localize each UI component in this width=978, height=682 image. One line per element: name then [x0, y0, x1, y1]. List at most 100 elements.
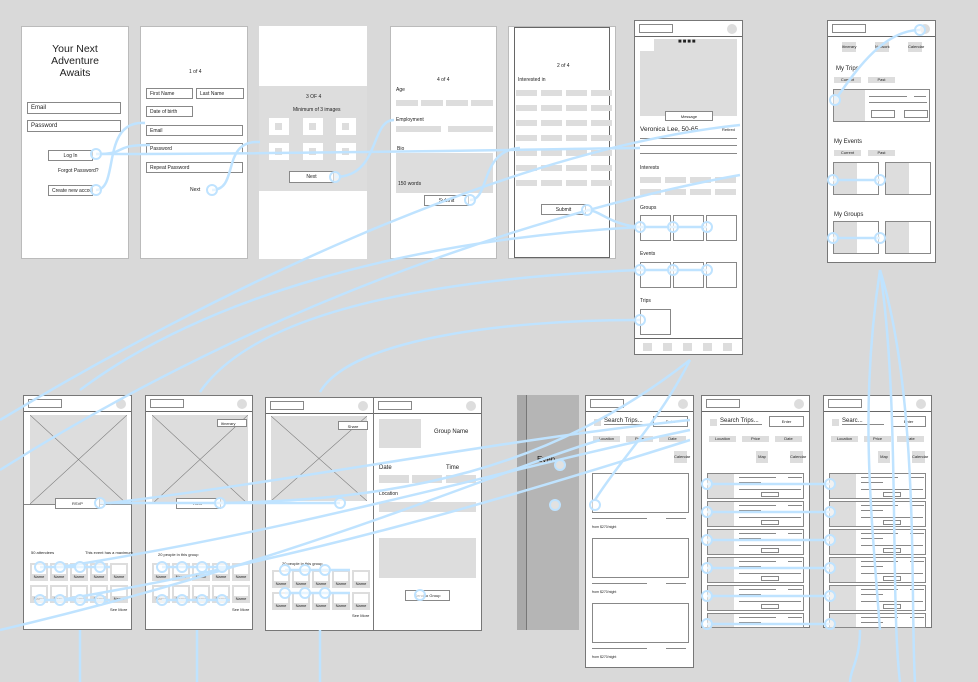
- group-card[interactable]: [833, 221, 879, 254]
- enter-button[interactable]: Enter: [891, 416, 926, 427]
- interest-chip[interactable]: [516, 105, 537, 111]
- search-input[interactable]: Search Trips...: [720, 418, 762, 425]
- nav-icon[interactable]: [703, 343, 712, 351]
- member-avatar[interactable]: Name: [90, 563, 108, 581]
- email-field[interactable]: Email: [27, 102, 121, 114]
- trip-result-card[interactable]: [592, 538, 689, 578]
- interest-chip[interactable]: [541, 90, 562, 96]
- member-avatar[interactable]: Name: [292, 592, 310, 610]
- calendar-button[interactable]: Calendar: [790, 451, 806, 463]
- image-upload-slot[interactable]: [336, 118, 356, 135]
- event-card[interactable]: [833, 162, 879, 195]
- trip-result-row[interactable]: [707, 557, 804, 583]
- interest-chip[interactable]: [541, 135, 562, 141]
- member-avatar[interactable]: Name: [232, 585, 250, 603]
- interest-chip[interactable]: [591, 90, 612, 96]
- member-avatar[interactable]: Name: [70, 563, 88, 581]
- interest-chip[interactable]: [541, 165, 562, 171]
- nav-icon[interactable]: [643, 343, 652, 351]
- interest-chip[interactable]: [591, 120, 612, 126]
- member-avatar[interactable]: Name: [50, 563, 68, 581]
- interest-chip[interactable]: [516, 90, 537, 96]
- group-card[interactable]: [640, 215, 671, 241]
- avatar[interactable]: [794, 399, 804, 409]
- carousel-dots[interactable]: ■■■■: [678, 39, 697, 45]
- interest-chip[interactable]: [516, 135, 537, 141]
- tab-itinerary[interactable]: Itinerary: [842, 42, 856, 52]
- member-avatar[interactable]: Name: [172, 563, 190, 581]
- avatar[interactable]: [237, 399, 247, 409]
- send-to-group-button[interactable]: Send to Group: [405, 590, 450, 601]
- interest-chip[interactable]: [516, 180, 537, 186]
- event-card[interactable]: [640, 262, 671, 288]
- interest-chip[interactable]: [541, 150, 562, 156]
- event-card[interactable]: [706, 262, 737, 288]
- itinerary-button[interactable]: Itinerary: [217, 419, 247, 427]
- filter-price[interactable]: Price: [742, 436, 769, 442]
- interest-chip[interactable]: [715, 189, 736, 195]
- member-avatar[interactable]: Name: [292, 570, 310, 588]
- member-avatar[interactable]: Name: [332, 570, 350, 588]
- trip-card[interactable]: [833, 89, 930, 122]
- avatar[interactable]: [358, 401, 368, 411]
- member-avatar[interactable]: Name: [212, 563, 230, 581]
- tab-network[interactable]: Network: [875, 42, 890, 52]
- search-input[interactable]: Searc...: [842, 418, 884, 425]
- trip-result-card[interactable]: [592, 603, 689, 643]
- filter-location[interactable]: Location: [593, 436, 620, 442]
- next-button[interactable]: Next: [289, 171, 334, 183]
- calendar-button[interactable]: Calendar: [674, 451, 690, 463]
- interest-chip[interactable]: [566, 90, 587, 96]
- interest-chip[interactable]: [516, 120, 537, 126]
- filter-date[interactable]: Date: [775, 436, 802, 442]
- enter-button[interactable]: Enter: [769, 416, 804, 427]
- interest-chip[interactable]: [566, 165, 587, 171]
- group-card[interactable]: [673, 215, 704, 241]
- dob-field[interactable]: Date of birth: [146, 106, 193, 117]
- trip-result-row[interactable]: [707, 473, 804, 499]
- forgot-password-link[interactable]: Forgot Password?: [58, 168, 99, 174]
- interest-chip[interactable]: [640, 177, 661, 183]
- trip-result-row[interactable]: [707, 529, 804, 555]
- member-avatar[interactable]: Name: [312, 592, 330, 610]
- filter-price[interactable]: Price: [626, 436, 653, 442]
- avatar[interactable]: [727, 24, 737, 34]
- share-button[interactable]: Share: [338, 421, 368, 430]
- tab-calendar[interactable]: Calendar: [908, 42, 924, 52]
- member-avatar[interactable]: Name: [70, 585, 88, 603]
- nav-icon[interactable]: [683, 343, 692, 351]
- interest-chip[interactable]: [516, 165, 537, 171]
- avatar[interactable]: [678, 399, 688, 409]
- message-button[interactable]: Message: [665, 111, 713, 121]
- login-button[interactable]: Log In: [48, 150, 93, 161]
- trip-result-row[interactable]: [707, 613, 804, 628]
- image-upload-slot[interactable]: [303, 118, 323, 135]
- calendar-button[interactable]: Calendar: [912, 451, 928, 463]
- member-avatar[interactable]: Name: [272, 592, 290, 610]
- member-avatar[interactable]: Name: [192, 563, 210, 581]
- group-card[interactable]: [885, 221, 931, 254]
- avatar[interactable]: [116, 399, 126, 409]
- interest-chip[interactable]: [665, 189, 686, 195]
- member-avatar[interactable]: Name: [172, 585, 190, 603]
- last-name-field[interactable]: Last Name: [196, 88, 244, 99]
- trip-card[interactable]: [640, 309, 671, 335]
- filter-date[interactable]: Date: [659, 436, 686, 442]
- interest-chip[interactable]: [591, 135, 612, 141]
- interest-chip[interactable]: [566, 105, 587, 111]
- member-avatar[interactable]: Name: [152, 563, 170, 581]
- see-more-link[interactable]: See More: [110, 607, 128, 612]
- member-avatar[interactable]: Name: [232, 563, 250, 581]
- employment-input[interactable]: [448, 126, 493, 132]
- email-field[interactable]: Email: [146, 125, 243, 136]
- see-more-link[interactable]: See More: [232, 607, 250, 612]
- member-avatar[interactable]: Name: [110, 563, 128, 581]
- next-button[interactable]: Next: [190, 187, 201, 193]
- event-card[interactable]: [673, 262, 704, 288]
- create-account-button[interactable]: Create new account: [48, 185, 93, 196]
- member-avatar[interactable]: Name: [30, 563, 48, 581]
- member-avatar[interactable]: Name: [352, 592, 370, 610]
- trip-result-row[interactable]: [707, 501, 804, 527]
- member-avatar[interactable]: Name: [30, 585, 48, 603]
- enter-button[interactable]: Enter: [653, 416, 688, 427]
